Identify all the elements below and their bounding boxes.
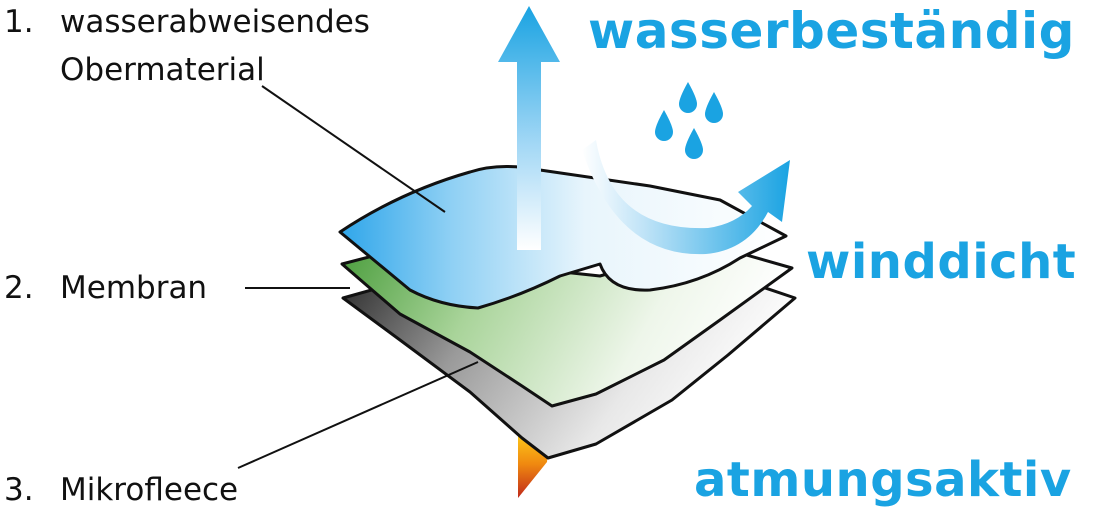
outer-material-layer [338, 164, 788, 310]
feature-waterproof: wasserbeständig [588, 2, 1075, 60]
layer-label-line2: Obermaterial [60, 52, 265, 88]
layer-number: 3. [4, 472, 34, 508]
layer-label-outer-material: 1. wasserabweisendes [4, 4, 370, 40]
layer-label-microfleece: 3. Mikrofleece [4, 472, 238, 508]
feature-windproof: winddicht [806, 234, 1077, 290]
leader-line-outer-material [261, 85, 446, 213]
feature-breathable: atmungsaktiv [694, 452, 1072, 508]
water-drops-icon [655, 82, 723, 159]
leader-line-microfleece [237, 361, 479, 469]
layer-label-text: Membran [60, 270, 208, 306]
layer-label-text: Mikrofleece [60, 472, 239, 508]
layer-label-membrane: 2. Membran [4, 270, 207, 306]
layer-number: 2. [4, 270, 34, 306]
layer-number: 1. [4, 4, 34, 40]
layer-label-outer-material-line2: Obermaterial [60, 52, 265, 88]
layer-label-line1: wasserabweisendes [60, 4, 370, 40]
vapor-arrow-icon [498, 6, 560, 250]
wind-arrow-icon [582, 140, 790, 255]
